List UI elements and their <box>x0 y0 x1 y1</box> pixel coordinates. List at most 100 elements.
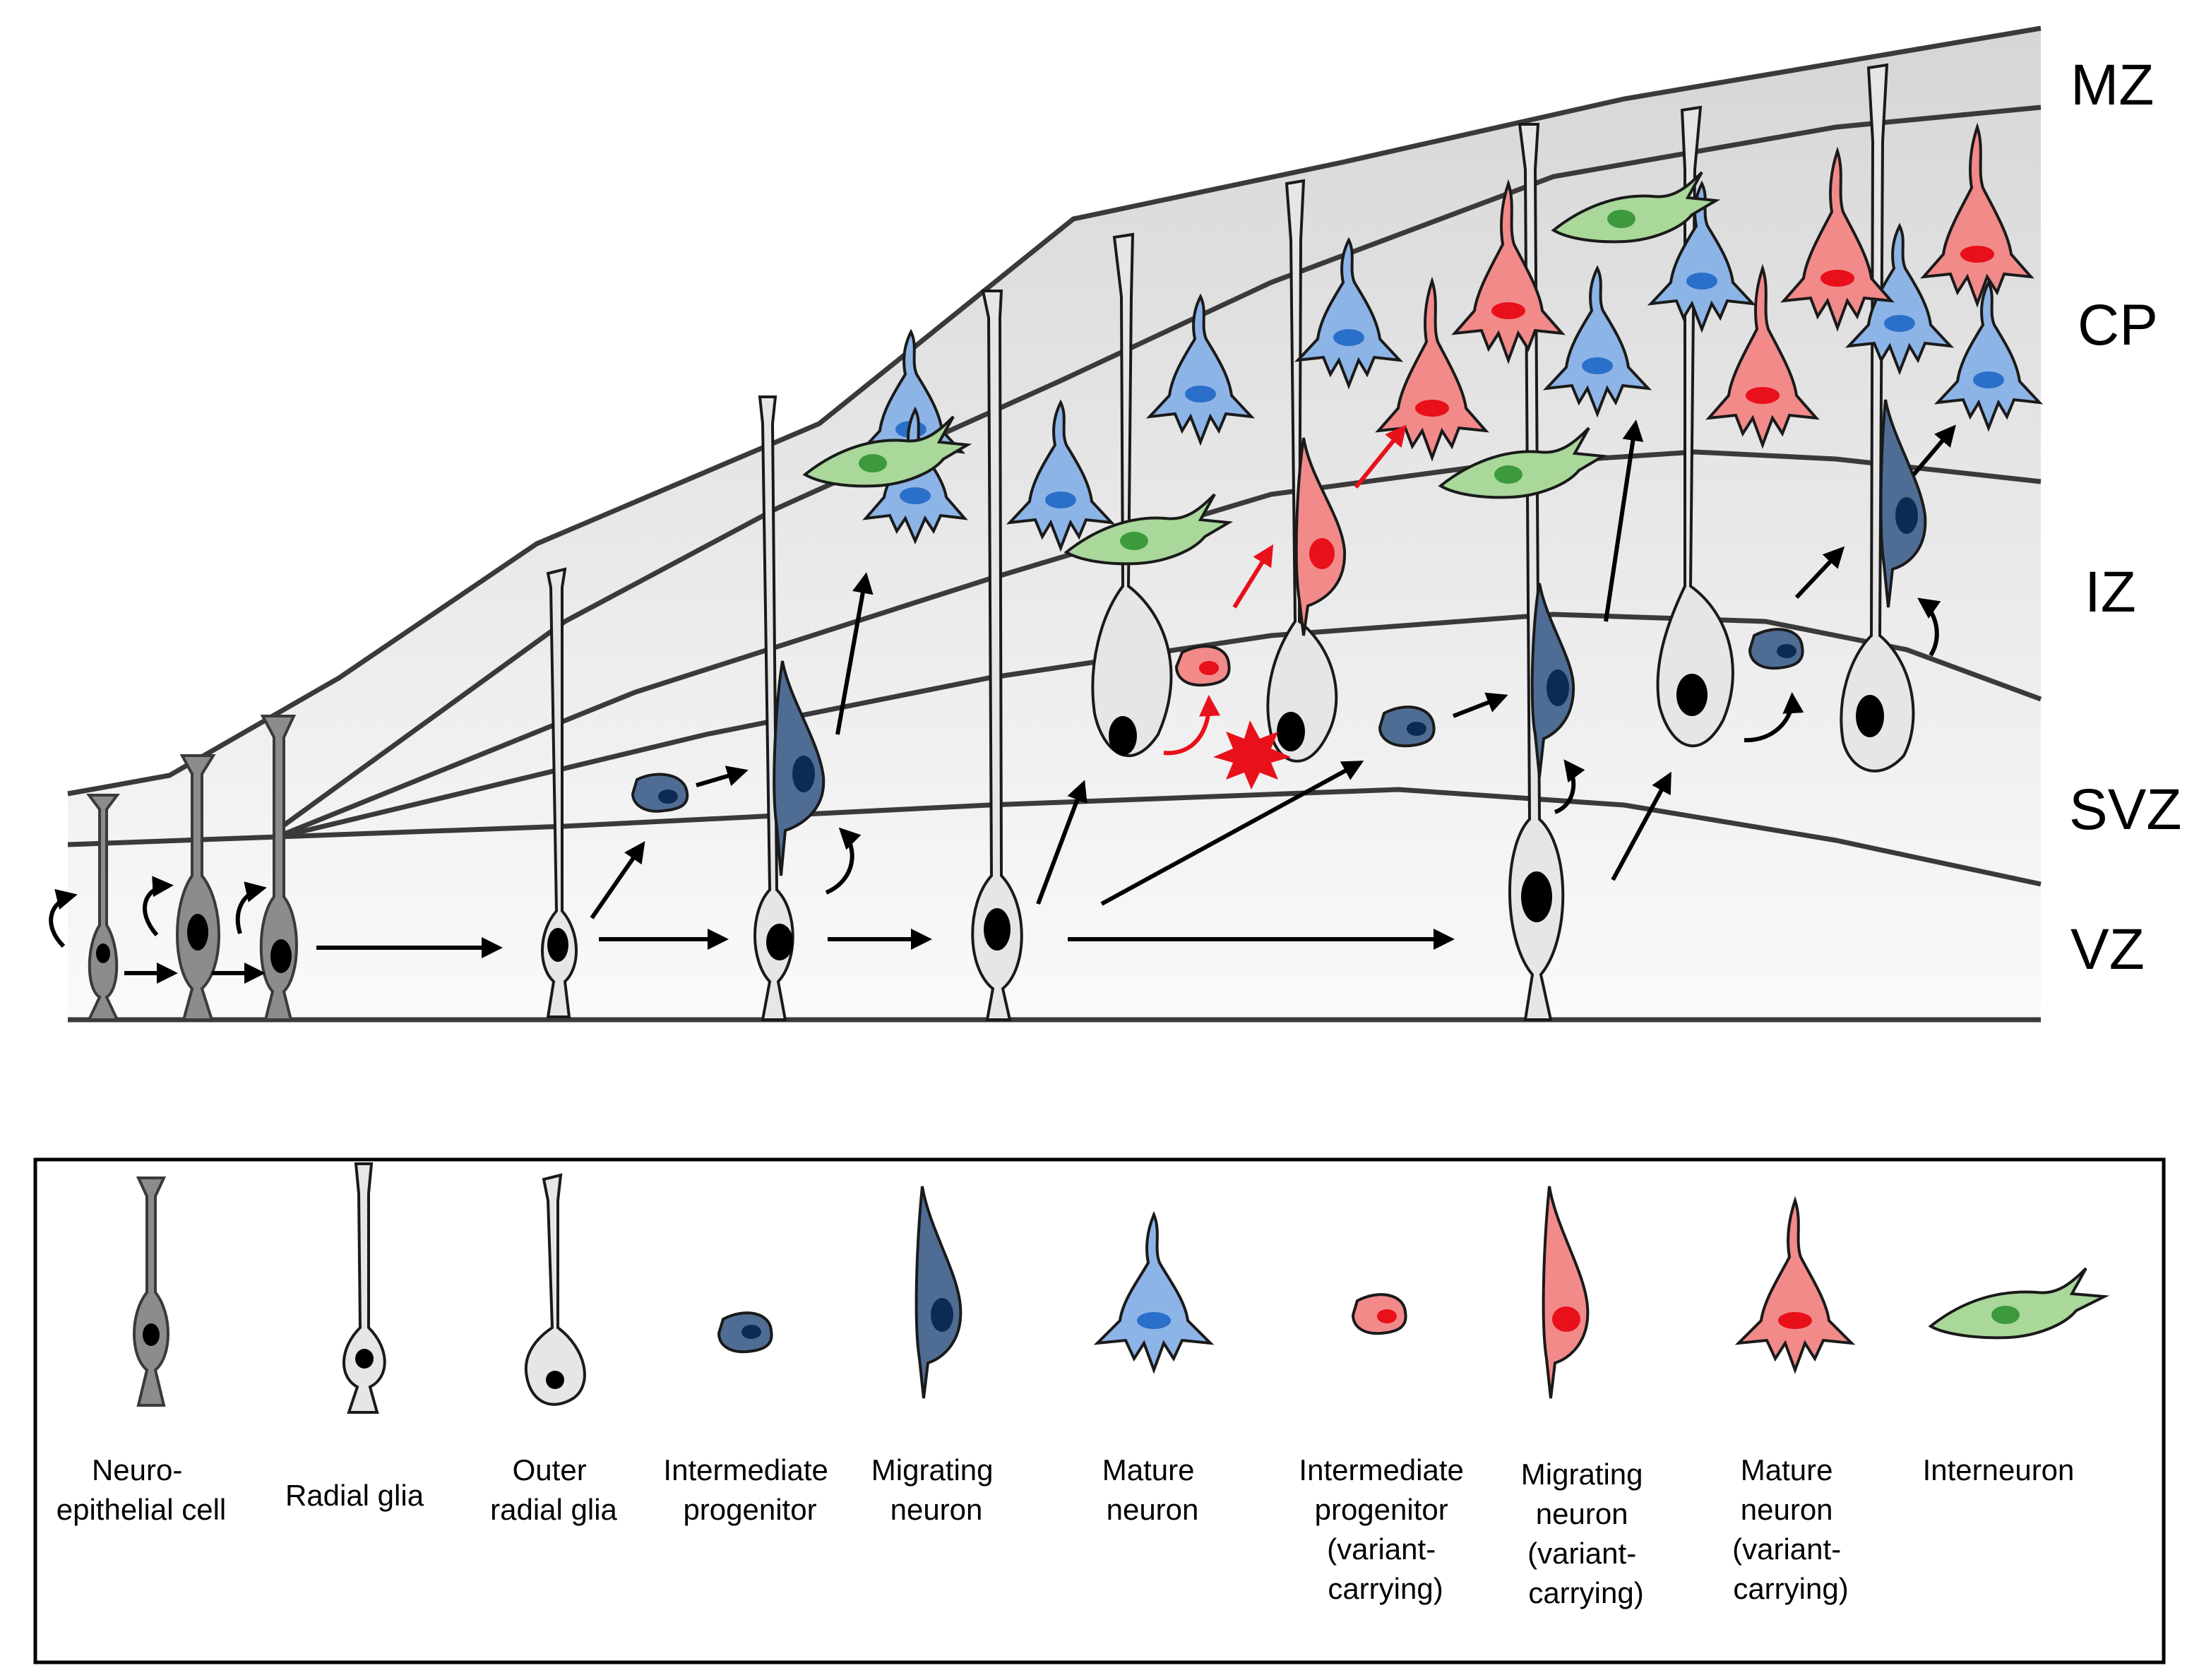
legend-label-mature-neuron-variant: Mature neuron (variant- carrying) <box>1732 1453 1849 1605</box>
arrow-icon <box>1354 424 1407 489</box>
legend-label-neuroepithelial: Neuro- epithelial cell <box>56 1453 226 1526</box>
cell-nucleus <box>355 1349 374 1369</box>
mature-neuron-variant <box>1705 263 1820 449</box>
legend-icon-neuroepithelial <box>133 1176 169 1407</box>
curved-arrow-icon <box>1744 692 1804 743</box>
cell-nucleus <box>766 924 793 960</box>
interneuron <box>1438 427 1608 499</box>
legend-label-intermediate-progenitor-variant: Intermediate progenitor (variant- carryi… <box>1299 1453 1472 1605</box>
intermediate-progenitor <box>1378 705 1436 748</box>
cell-nucleus <box>96 943 110 963</box>
legend-icon-radial-glia <box>342 1162 386 1414</box>
cell-nucleus <box>1895 497 1918 534</box>
arrow-icon <box>1232 544 1274 609</box>
cell-nucleus <box>546 1371 564 1389</box>
outer-radial-glia-cells <box>1091 63 1915 773</box>
outer-radial-glia <box>1656 105 1734 748</box>
cell-nucleus <box>1407 722 1426 736</box>
cell-nucleus <box>1552 1306 1580 1332</box>
radial-glia <box>971 290 1023 1021</box>
interneuron <box>1551 171 1721 244</box>
intermediate-progenitors <box>631 628 1804 813</box>
svz-vz-boundary <box>67 787 2042 887</box>
mature-neuron <box>1006 399 1116 552</box>
cell-nucleus <box>1277 712 1305 751</box>
legend-label-intermediate-progenitor: Intermediate progenitor <box>663 1453 836 1526</box>
radial-glia <box>541 567 578 1018</box>
mature-neuron <box>1845 222 1955 376</box>
interneurons <box>802 171 1721 566</box>
neuroepithelial-cell <box>176 754 220 1021</box>
curved-arrow-icon <box>49 888 78 948</box>
legend-icon-migrating-neuron-variant <box>1542 1186 1590 1399</box>
arrow-icon <box>1036 780 1087 905</box>
cell-nucleus <box>1676 674 1708 716</box>
legend-label-radial-glia: Radial glia <box>285 1479 424 1512</box>
radial-glia <box>1508 123 1565 1021</box>
mz-cp-boundary <box>280 105 2042 828</box>
outer-radial-glia <box>1266 179 1338 763</box>
arrow-icon <box>696 765 749 787</box>
legend-icon-migrating-neuron <box>914 1186 963 1399</box>
arrow-icon <box>1604 419 1644 622</box>
cell-nucleus <box>741 1325 761 1339</box>
cell-nucleus <box>1309 538 1335 569</box>
radial-glia <box>753 395 794 1021</box>
arrow-icon <box>1912 424 1956 476</box>
legend-icon-outer-radial-glia <box>524 1173 586 1406</box>
cell-nucleus <box>187 914 208 951</box>
mature-neuron <box>1542 265 1652 418</box>
mature-neuron-variant <box>1375 276 1489 462</box>
legend-label-migrating-neuron-variant: Migrating neuron (variant- carrying) <box>1521 1458 1651 1609</box>
migrating-neurons <box>773 399 1927 876</box>
cell-nucleus <box>547 928 568 962</box>
arrow-icon <box>590 841 645 919</box>
cell-nucleus <box>931 1298 953 1332</box>
cell-nucleus <box>792 756 815 792</box>
division-arrows <box>49 597 1941 948</box>
zone-labels: MZ CP IZ SVZ VZ <box>2069 53 2181 982</box>
variant-arrows <box>1163 424 1407 756</box>
arrow-icon <box>835 572 874 735</box>
arrow-icon <box>1611 771 1671 881</box>
zone-label-mz: MZ <box>2070 53 2154 117</box>
variant-cells <box>1174 122 2034 687</box>
arrow-icon <box>1452 692 1508 718</box>
legend-label-mature-neuron: Mature neuron <box>1102 1453 1203 1526</box>
lineage-arrows <box>124 419 1956 984</box>
legend-icon-mature-neuron <box>1093 1210 1215 1374</box>
mature-neuron <box>1933 279 2044 432</box>
interneuron <box>1063 493 1234 566</box>
outer-radial-glia <box>1840 63 1915 773</box>
legend-frame <box>33 1157 2166 1664</box>
curved-arrow-icon <box>1163 695 1221 756</box>
mature-neuron-variant <box>1920 122 2034 308</box>
legend-icon-interneuron <box>1928 1267 2110 1340</box>
zone-label-cp: CP <box>2078 293 2158 357</box>
arrow-icon <box>1794 546 1845 600</box>
neuroepithelial-cells <box>86 715 298 1021</box>
interneuron <box>802 415 972 488</box>
cell-nucleus <box>1377 1309 1397 1323</box>
legend-label-outer-radial-glia: Outer radial glia <box>490 1453 617 1526</box>
zone-label-vz: VZ <box>2070 917 2145 982</box>
mature-neuron <box>1294 237 1404 390</box>
zone-label-svz: SVZ <box>2069 778 2181 842</box>
migrating-neuron-variant <box>1294 437 1347 636</box>
curved-arrow-icon <box>143 876 174 936</box>
mature-neuron <box>1647 180 1757 333</box>
intermediate-progenitor <box>1748 628 1804 670</box>
legend-label-interneuron: Interneuron <box>1923 1453 2075 1487</box>
legend: Neuro- epithelial cell Radial glia Outer… <box>33 1157 2166 1664</box>
curved-arrow-icon <box>1554 759 1585 814</box>
legend-label-migrating-neuron: Migrating neuron <box>871 1453 1001 1526</box>
neuroepithelial-cell <box>86 794 120 1021</box>
mature-neuron <box>1145 293 1256 446</box>
cell-nucleus <box>984 908 1011 951</box>
pial-surface-line <box>67 25 2042 797</box>
legend-icon-mature-neuron-variant <box>1734 1196 1856 1374</box>
cell-nucleus <box>1777 644 1796 658</box>
curved-arrow-icon <box>235 881 267 934</box>
cell-nucleus <box>1521 871 1552 922</box>
zone-label-iz: IZ <box>2085 560 2136 624</box>
